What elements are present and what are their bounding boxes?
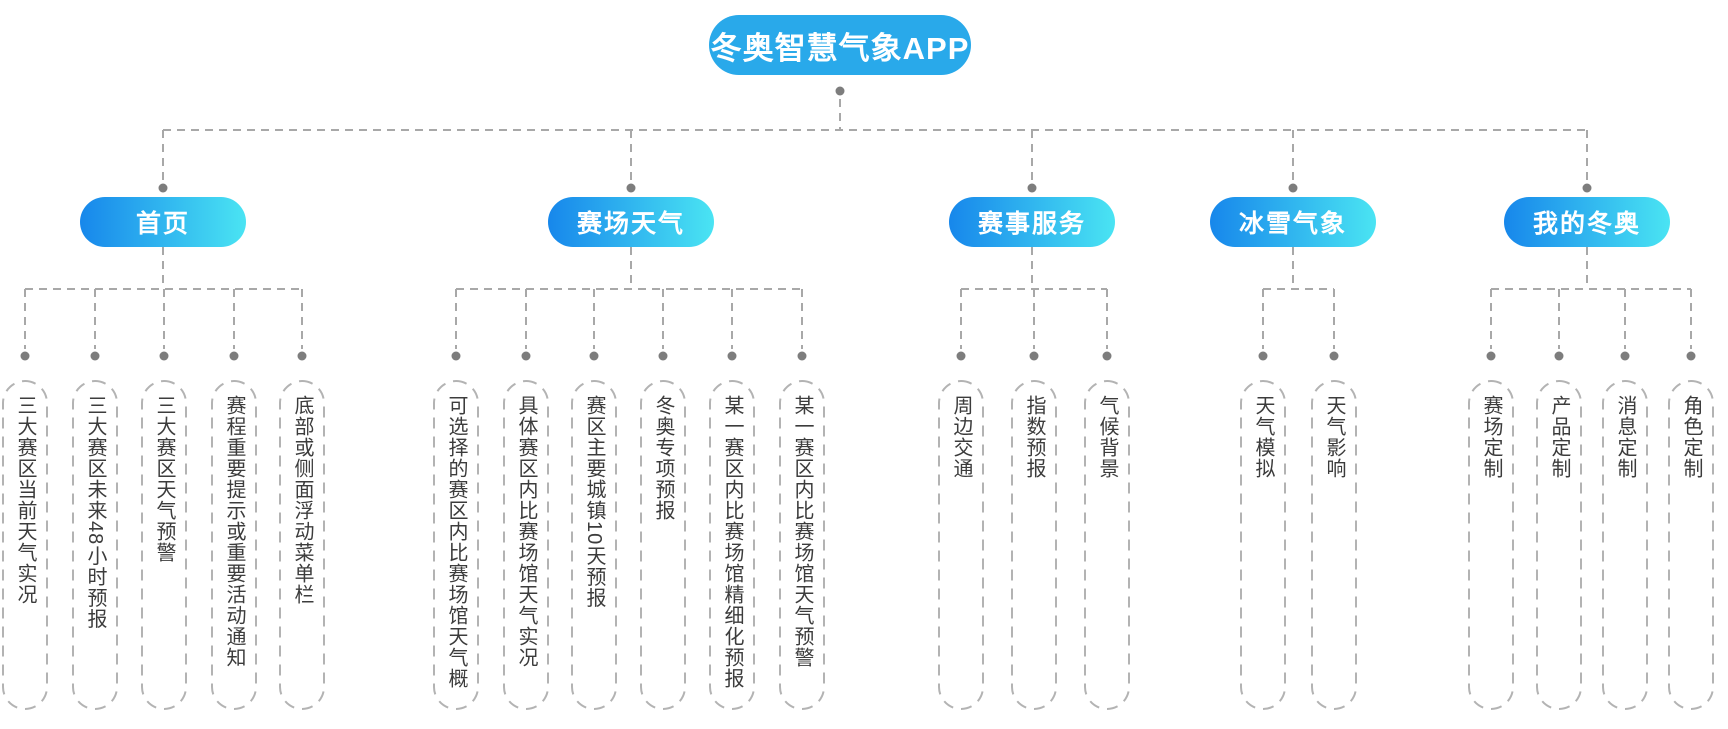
connector-dot xyxy=(1486,351,1496,361)
leaf-node: 气候背景 xyxy=(1096,395,1118,479)
connector-dot xyxy=(1102,351,1112,361)
leaf-outline xyxy=(1668,380,1714,710)
connector-dot xyxy=(797,351,807,361)
leaf-outline xyxy=(938,380,984,710)
leaf-outline xyxy=(141,380,187,710)
leaf-node: 消息定制 xyxy=(1614,395,1636,479)
leaf-node: 三大赛区当前天气实况 xyxy=(14,395,36,605)
leaf-outline xyxy=(779,380,825,710)
connector-dot xyxy=(90,351,100,361)
connector-dot xyxy=(1582,183,1592,193)
connector-dot xyxy=(589,351,599,361)
leaf-outline xyxy=(1084,380,1130,710)
connector-dot xyxy=(1258,351,1268,361)
leaf-outline xyxy=(2,380,48,710)
leaf-outline xyxy=(1468,380,1514,710)
leaf-outline xyxy=(433,380,479,710)
leaf-node: 赛场定制 xyxy=(1480,395,1502,479)
leaf-node: 可选择的赛区内比赛场馆天气概况 xyxy=(445,395,467,689)
leaf-node: 角色定制 xyxy=(1680,395,1702,479)
branch-node-home: 首页 xyxy=(80,197,246,247)
connector-dot xyxy=(1288,183,1298,193)
leaf-outline xyxy=(503,380,549,710)
leaf-node: 赛程重要提示或重要活动通知 xyxy=(223,395,245,668)
leaf-outline xyxy=(1536,380,1582,710)
connector-dot xyxy=(1027,183,1037,193)
leaf-node: 周边交通 xyxy=(950,395,972,479)
connector-dot xyxy=(1029,351,1039,361)
leaf-node: 底部或侧面浮动菜单栏 xyxy=(291,395,313,605)
branch-node-my-winter-olympics: 我的冬奥 xyxy=(1504,197,1670,247)
leaf-node: 三大赛区天气预警 xyxy=(153,395,175,563)
leaf-node: 某一赛区内比赛场馆精细化预报 xyxy=(721,395,743,689)
connector-dot xyxy=(20,351,30,361)
leaf-outline xyxy=(571,380,617,710)
connector-dot xyxy=(229,351,239,361)
leaf-outline xyxy=(1011,380,1057,710)
root-node: 冬奥智慧气象APP xyxy=(709,15,971,75)
leaf-outline xyxy=(640,380,686,710)
connector-dot xyxy=(159,351,169,361)
connector-dot xyxy=(835,86,845,96)
connector-dot xyxy=(521,351,531,361)
leaf-outline xyxy=(279,380,325,710)
connector-dot xyxy=(158,183,168,193)
leaf-outline xyxy=(1311,380,1357,710)
branch-node-snow-ice-weather: 冰雪气象 xyxy=(1210,197,1376,247)
leaf-outline xyxy=(1602,380,1648,710)
leaf-outline xyxy=(709,380,755,710)
connector-dot xyxy=(1686,351,1696,361)
leaf-node: 具体赛区内比赛场馆天气实况 xyxy=(515,395,537,668)
branch-node-event-service: 赛事服务 xyxy=(949,197,1115,247)
connector-dot xyxy=(297,351,307,361)
connector-dot xyxy=(626,183,636,193)
leaf-node: 赛区主要城镇10天预报 xyxy=(583,395,605,609)
connector-dot xyxy=(451,351,461,361)
connector-dot xyxy=(658,351,668,361)
leaf-outline xyxy=(211,380,257,710)
branch-node-venue-weather: 赛场天气 xyxy=(548,197,714,247)
leaf-node: 某一赛区内比赛场馆天气预警 xyxy=(791,395,813,668)
leaf-node: 冬奥专项预报 xyxy=(652,395,674,521)
connector-dot xyxy=(727,351,737,361)
leaf-node: 指数预报 xyxy=(1023,395,1045,479)
leaf-outline xyxy=(1240,380,1286,710)
leaf-node: 天气影响 xyxy=(1323,395,1345,479)
leaf-outline xyxy=(72,380,118,710)
connector-dot xyxy=(1329,351,1339,361)
connector-dot xyxy=(1554,351,1564,361)
leaf-node: 产品定制 xyxy=(1548,395,1570,479)
leaf-node: 三大赛区未来48小时预报 xyxy=(84,395,106,630)
leaf-node: 天气模拟 xyxy=(1252,395,1274,479)
connector-dot xyxy=(1620,351,1630,361)
connector-dot xyxy=(956,351,966,361)
